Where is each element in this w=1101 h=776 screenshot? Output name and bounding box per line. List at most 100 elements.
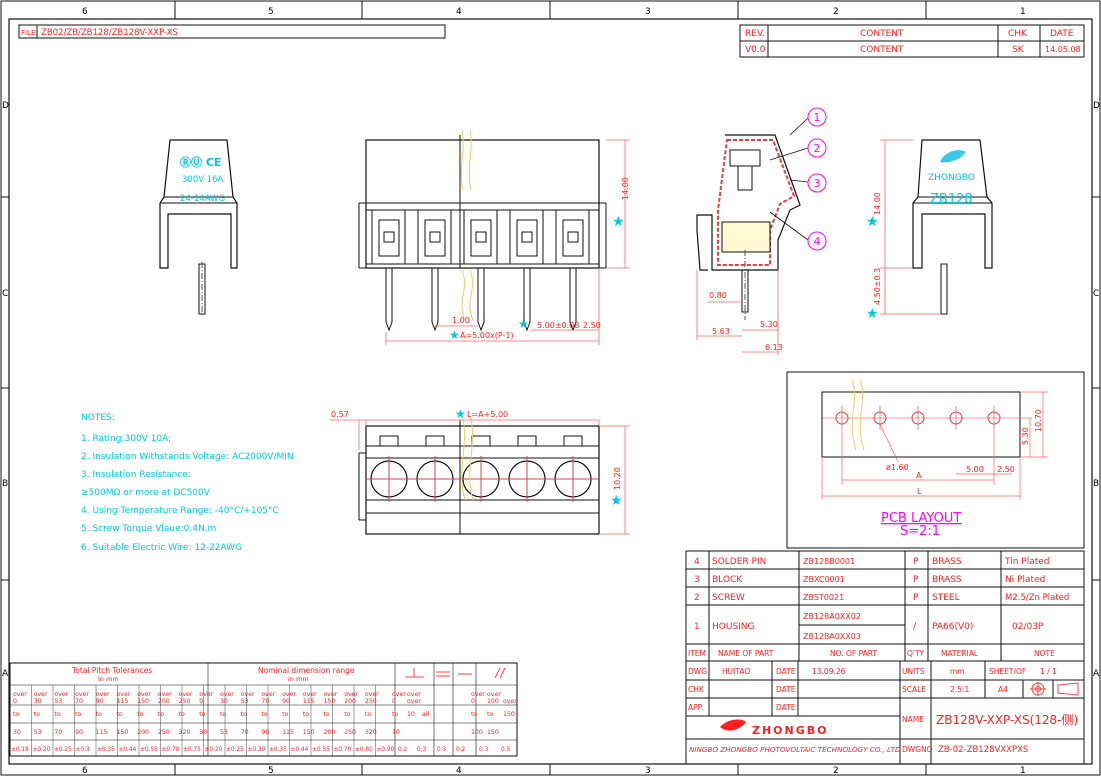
svg-text:★: ★ [610, 493, 623, 509]
svg-text:CHK: CHK [1008, 29, 1028, 39]
svg-text:Total Pitch Tolerances: Total Pitch Tolerances [71, 666, 152, 675]
tolerance-cell: 53 [34, 729, 42, 736]
svg-text:★: ★ [612, 214, 625, 230]
tolerance-value: 0.3 [417, 747, 427, 753]
tolerance-cell: over [407, 691, 421, 698]
tolerance-value: ±0.25 [54, 747, 72, 753]
svg-text:4. Using Temperature Range: -4: 4. Using Temperature Range: -40°C/+105°C [81, 506, 279, 516]
tolerance-cell: to [344, 711, 350, 718]
tolerance-cell: 90 [96, 698, 104, 705]
tolerance-cell: 250 [158, 729, 170, 736]
revision-table: REV. CONTENT CHK DATE V0.0 CONTENT SK 14… [739, 24, 1085, 58]
svg-text:ZB-02-ZB128VXXPXS: ZB-02-ZB128VXXPXS [938, 745, 1028, 755]
svg-text:HUITAO: HUITAO [722, 667, 750, 676]
tolerance-cell: over [158, 691, 172, 698]
tolerance-value: 0.3 [437, 747, 447, 753]
tolerance-cell: 200 [158, 698, 170, 705]
tolerance-cell: 250 [365, 698, 377, 705]
svg-text:4: 4 [694, 557, 700, 567]
tolerance-cell: over [282, 691, 296, 698]
tolerance-cell: to [241, 711, 247, 718]
tolerance-cell: 200 [137, 729, 149, 736]
tolerance-value: ±0.30 [248, 747, 266, 753]
svg-text:P: P [913, 575, 919, 585]
svg-text:ZHONGBO: ZHONGBO [928, 173, 975, 183]
tolerance-value: ±0.20 [205, 747, 223, 753]
svg-text:P: P [913, 557, 919, 567]
svg-text:5.00: 5.00 [966, 465, 984, 474]
svg-text:PCB LAYOUT: PCB LAYOUT [881, 511, 961, 526]
tolerance-cell: to [117, 711, 123, 718]
tolerance-value: ±0.90 [377, 747, 395, 753]
tolerance-cell: 320 [365, 729, 377, 736]
svg-text:SOLDER PIN: SOLDER PIN [712, 557, 766, 567]
tolerance-value: ±0.3 [76, 747, 90, 753]
tolerance-cell: 115 [96, 729, 108, 736]
svg-text:5.30: 5.30 [1021, 427, 1030, 445]
svg-text:4: 4 [814, 235, 821, 248]
svg-text:L=A+5.00: L=A+5.00 [467, 410, 508, 419]
svg-text:0.57: 0.57 [331, 410, 349, 419]
tolerance-value: 0.3 [479, 747, 489, 753]
svg-text:NINGBO ZHONGBO PHOTOVOLTAIC TE: NINGBO ZHONGBO PHOTOVOLTAIC TECHNOLOGY C… [689, 745, 901, 754]
notes-block: NOTES: 1. Rating:300V 10A; 2. Insulation… [81, 413, 294, 553]
svg-text:1: 1 [1020, 7, 1026, 17]
tolerance-cell: to [13, 711, 19, 718]
tolerance-cell: 150 [137, 698, 149, 705]
projection-symbol [1030, 682, 1079, 696]
tolerance-cell: to [220, 711, 226, 718]
tolerance-cell: over [96, 691, 110, 698]
tolerance-value: ±0.44 [119, 747, 137, 753]
section-view: 1 2 3 4 0.80 5.63 5.30 6.13 [696, 107, 827, 355]
tolerance-cell: to [137, 711, 143, 718]
tolerance-cell: 200 [324, 729, 336, 736]
top-view: 0.57 L=A+5.00 10.20 ★ ★ [330, 407, 630, 535]
svg-text:3: 3 [645, 7, 651, 17]
tolerance-cell: 250 [344, 729, 356, 736]
tolerance-cell: to [324, 711, 330, 718]
tolerance-cell: over [75, 691, 89, 698]
svg-text:6.13: 6.13 [765, 343, 783, 352]
svg-text:4: 4 [456, 766, 462, 776]
svg-text:1: 1 [814, 111, 821, 124]
svg-text:DATE: DATE [776, 685, 796, 694]
tolerance-value: ±0.18 [11, 747, 29, 753]
svg-text:BRASS: BRASS [932, 575, 962, 585]
tolerance-cell: 150 [303, 729, 315, 736]
zone-numbers-top: 6 5 4 3 2 1 [82, 7, 1026, 17]
svg-text:2.5:1: 2.5:1 [950, 685, 969, 694]
svg-text:C: C [2, 289, 8, 299]
svg-text:mm: mm [950, 667, 965, 676]
tolerance-cell: 100 [471, 729, 483, 736]
svg-text:SCREW: SCREW [712, 593, 745, 603]
tolerance-cell: to [158, 711, 164, 718]
tolerance-cell: 10 [407, 711, 415, 718]
svg-text:A4: A4 [998, 685, 1008, 694]
tolerance-cell: 100 [487, 698, 499, 705]
svg-text:★: ★ [449, 328, 460, 342]
tolerance-cell: 30 [199, 729, 207, 736]
svg-text:STEEL: STEEL [932, 593, 960, 603]
tolerance-cell: to [282, 711, 288, 718]
tolerance-cell: 150 [487, 729, 499, 736]
svg-text:ZB128A0XX02: ZB128A0XX02 [803, 612, 861, 621]
svg-text:6: 6 [82, 7, 88, 17]
tolerance-cell: 150 [117, 729, 129, 736]
svg-text:A: A [2, 669, 9, 679]
tolerance-cell: 30 [13, 729, 21, 736]
svg-text:DATE: DATE [776, 703, 796, 712]
tolerance-cell: over [220, 691, 234, 698]
tolerance-cell: 70 [75, 698, 83, 705]
tolerance-cell: over [179, 691, 193, 698]
tolerance-cell: to [471, 711, 477, 718]
svg-text:1: 1 [1020, 766, 1026, 776]
zone-letters: D C B A D C B A [2, 101, 1100, 679]
svg-text:B: B [1093, 479, 1099, 489]
tolerance-value: ±0.55 [140, 747, 158, 753]
svg-text:02/03P: 02/03P [1012, 622, 1044, 632]
svg-text:DWG: DWG [688, 667, 707, 676]
tolerance-cell: to [261, 711, 267, 718]
tolerance-cell: 53 [54, 698, 62, 705]
svg-text:S=2:1: S=2:1 [900, 524, 940, 539]
svg-text:ZB128V-XXP-XS(128-侧): ZB128V-XXP-XS(128-侧) [936, 713, 1078, 727]
